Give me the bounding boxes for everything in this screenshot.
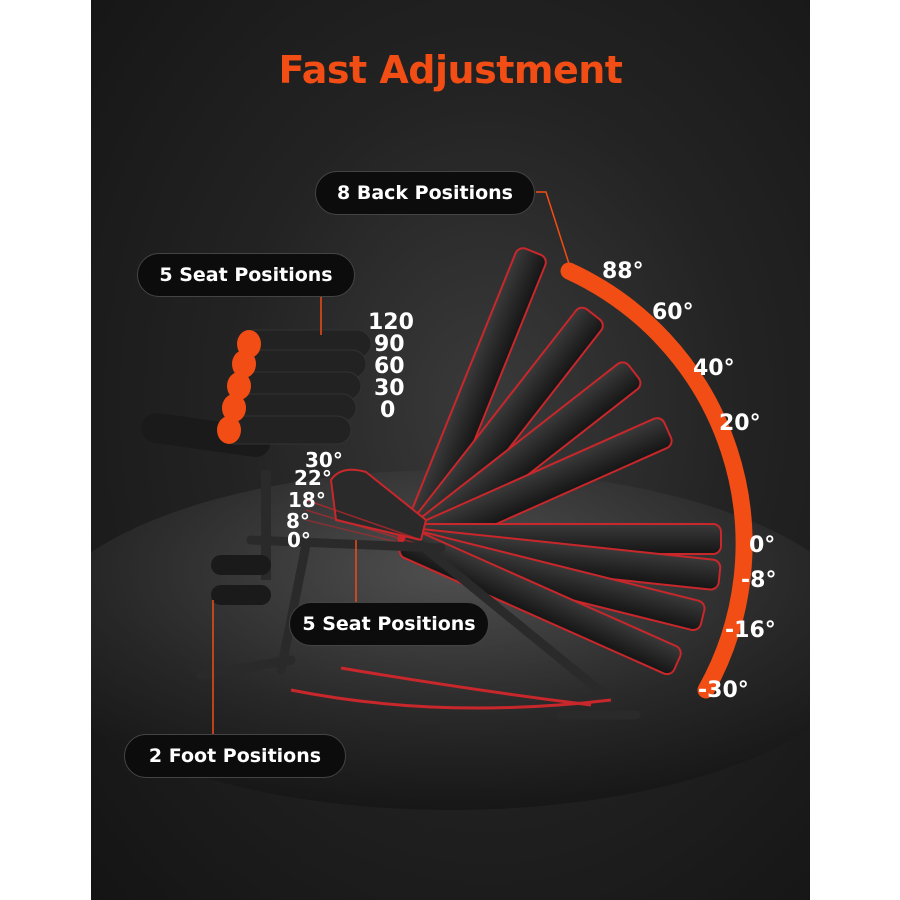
adjustable-bench-illustration [91,191,810,810]
back-angle-label: 20° [719,411,761,436]
back-angle-label: 88° [602,259,644,284]
leg-rollers [141,329,372,605]
back-angle-label: -8° [741,568,777,593]
foot-positions-callout: 2 Foot Positions [124,734,346,778]
seat-positions-label-top: 5 Seat Positions [159,264,333,286]
back-pads [397,247,722,676]
back-angle-label: -30° [698,678,749,703]
seat-positions-callout-top: 5 Seat Positions [137,253,355,297]
roller-height-label: 60 [374,354,405,379]
back-angle-label: -16° [725,618,776,643]
back-angle-label: 40° [693,356,735,381]
roller-height-label: 30 [374,376,405,401]
seat-angle-label: 0° [287,528,311,552]
bench-frame [196,535,641,720]
resistance-bands [290,666,612,710]
back-positions-callout: 8 Back Positions [315,171,535,215]
roller-height-label: 90 [374,332,405,357]
foot-positions-label: 2 Foot Positions [148,745,322,767]
product-image: Fast Adjustment 8 Back Positions 5 Seat … [91,0,810,900]
page-title: Fast Adjustment [278,48,623,92]
back-angle-label: 0° [749,533,776,558]
roller-height-label: 0 [380,398,396,423]
seat-angle-label: 18° [288,488,326,512]
seat-positions-label-bottom: 5 Seat Positions [302,613,476,635]
seat-angle-label: 30° [305,448,343,472]
back-angle-label: 60° [652,300,694,325]
roller-height-label: 120 [368,310,414,335]
seat-angle-label: 22° [294,466,332,490]
back-positions-label: 8 Back Positions [337,182,513,204]
seat-pad [305,468,428,549]
seat-positions-callout-bottom: 5 Seat Positions [289,602,489,646]
seat-angle-label: 8° [286,509,310,533]
